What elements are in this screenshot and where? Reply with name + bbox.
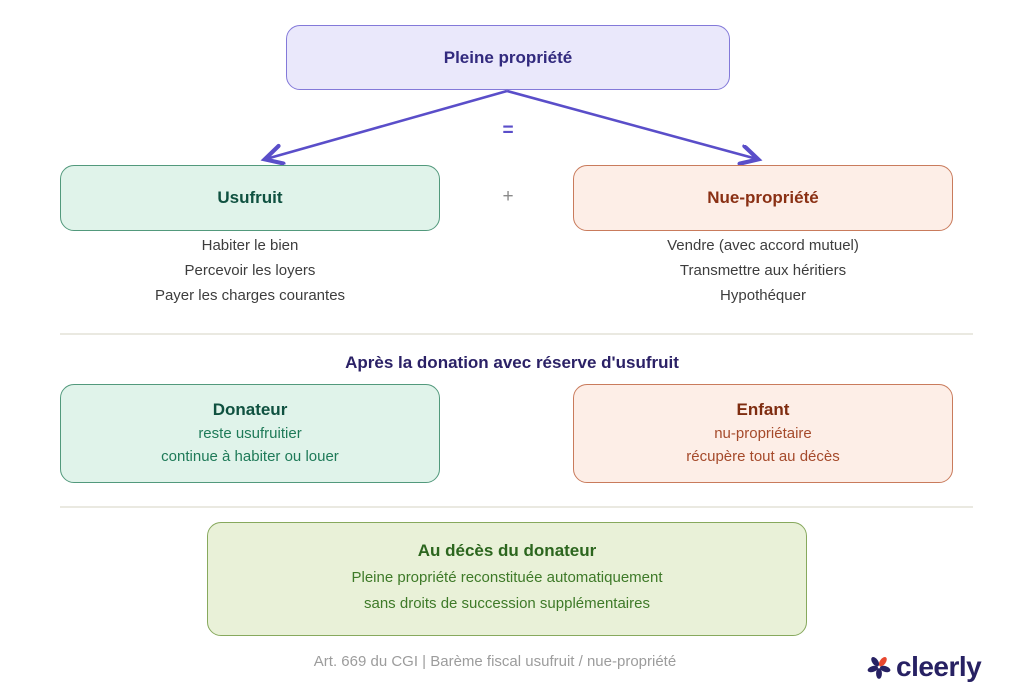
ownership-split-arrows [0,89,1024,175]
usufruct-title: Usufruit [217,188,283,207]
donor-detail: reste usufruitier [198,424,302,442]
bare-ownership-title: Nue-propriété [707,188,819,207]
usufruct-rights-list: Habiter le bien Percevoir les loyers Pay… [60,233,440,308]
bare-ownership-right-item: Hypothéquer [720,287,806,304]
donor-box: Donateur reste usufruitier continue à ha… [60,384,440,483]
full-ownership-title: Pleine propriété [443,47,573,67]
on-death-box: Au décès du donateur Pleine propriété re… [207,522,807,636]
plus-sign: + [502,186,514,207]
usufruct-right-item: Payer les charges courantes [154,287,346,304]
arrow-to-bare-ownership [506,89,757,159]
after-donation-heading: Après la donation avec réserve d'usufrui… [345,353,679,372]
legal-note: Art. 669 du CGI | Barème fiscal usufruit… [313,653,677,670]
on-death-detail: Pleine propriété reconstituée automatiqu… [351,569,663,586]
section-divider [60,506,973,508]
bare-ownership-right-item: Transmettre aux héritiers [679,262,847,279]
equals-sign: = [502,120,514,141]
on-death-detail: sans droits de succession supplémentaire… [364,595,650,612]
brand-wordmark: cleerly [896,651,982,682]
bare-ownership-box: Nue-propriété [573,165,953,231]
arrow-to-usufruct [266,89,508,159]
asterisk-flower-icon [867,657,891,679]
on-death-title: Au décès du donateur [417,541,597,560]
bare-ownership-right-item: Vendre (avec accord mutuel) [667,237,859,254]
usufruct-right-item: Habiter le bien [201,237,299,254]
child-detail: récupère tout au décès [686,447,840,465]
donor-title: Donateur [212,399,288,419]
usufruct-box: Usufruit [60,165,440,231]
brand-logo: cleerly [866,646,982,688]
donor-detail: continue à habiter ou louer [161,447,339,465]
child-title: Enfant [736,399,790,419]
section-divider [60,333,973,335]
child-detail: nu-propriétaire [714,424,812,442]
bare-ownership-rights-list: Vendre (avec accord mutuel) Transmettre … [573,233,953,308]
usufruct-right-item: Percevoir les loyers [184,262,316,279]
child-box: Enfant nu-propriétaire récupère tout au … [573,384,953,483]
full-ownership-box: Pleine propriété [286,25,730,90]
